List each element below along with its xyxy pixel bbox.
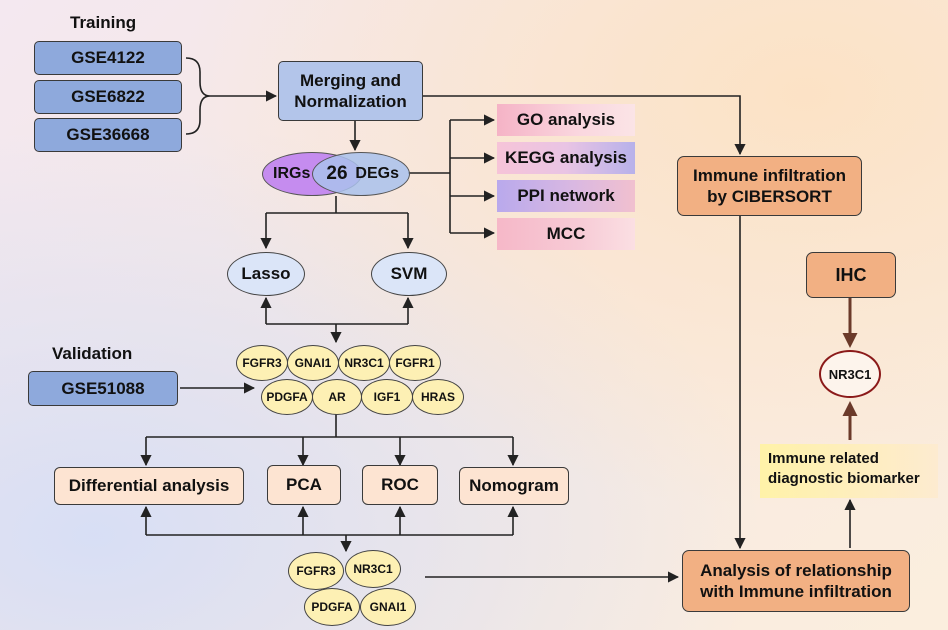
- gene-hras: HRAS: [412, 379, 464, 415]
- validation-label: Validation: [52, 344, 133, 363]
- immune-line1: Immune infiltration: [693, 165, 846, 185]
- mcc-box: MCC: [497, 218, 635, 250]
- pca-box: PCA: [267, 465, 341, 505]
- ppi-network-box: PPI network: [497, 180, 635, 212]
- final-gene-fgfr3: FGFR3: [288, 552, 344, 590]
- merging-line2: Normalization: [294, 92, 407, 111]
- venn-degs-label: DEGs: [355, 165, 399, 182]
- final-gene-gnai1: GNAI1: [360, 588, 416, 626]
- training-label: Training: [70, 13, 137, 32]
- differential-analysis-box: Differential analysis: [54, 467, 244, 505]
- gene-fgfr1: FGFR1: [389, 345, 441, 381]
- immune-line2: by CIBERSORT: [707, 187, 832, 206]
- relationship-line2: with Immune infiltration: [700, 582, 892, 601]
- gene-fgfr3: FGFR3: [236, 345, 288, 381]
- gene-pdgfa: PDGFA: [261, 379, 313, 415]
- target-gene-nr3c1: NR3C1: [819, 350, 881, 398]
- kegg-analysis-box: KEGG analysis: [497, 142, 635, 174]
- immune-infiltration-box: Immune infiltration by CIBERSORT: [677, 156, 862, 216]
- merging-line1: Merging and: [299, 70, 402, 90]
- go-analysis-box: GO analysis: [497, 104, 635, 136]
- dataset-gse6822: GSE6822: [34, 80, 182, 114]
- dataset-gse51088: GSE51088: [28, 371, 178, 406]
- final-gene-nr3c1: NR3C1: [345, 550, 401, 588]
- merging-normalization-box: Merging and Normalization: [278, 61, 423, 121]
- dataset-gse4122: GSE4122: [34, 41, 182, 75]
- gene-ar: AR: [312, 379, 362, 415]
- gene-nr3c1: NR3C1: [338, 345, 390, 381]
- training-brace: [185, 57, 211, 135]
- relationship-line1: Analysis of relationship: [700, 560, 892, 580]
- biomarker-line1: Immune related: [768, 450, 879, 467]
- nomogram-box: Nomogram: [459, 467, 569, 505]
- lasso-oval: Lasso: [227, 252, 305, 296]
- biomarker-line2: diagnostic biomarker: [768, 469, 920, 487]
- final-gene-pdgfa: PDGFA: [304, 588, 360, 626]
- svm-oval: SVM: [371, 252, 447, 296]
- ihc-box: IHC: [806, 252, 896, 298]
- venn-degs: DEGs: [312, 152, 410, 196]
- dataset-gse36668: GSE36668: [34, 118, 182, 152]
- venn-irgs-label: IRGs: [273, 165, 311, 182]
- venn-intersection: 26: [316, 152, 358, 196]
- biomarker-label: Immune related diagnostic biomarker: [760, 444, 938, 498]
- arrow-to-immune: [422, 95, 746, 156]
- venn-intersection-count: 26: [326, 163, 348, 184]
- roc-box: ROC: [362, 465, 438, 505]
- gene-gnai1: GNAI1: [287, 345, 339, 381]
- relationship-analysis-box: Analysis of relationship with Immune inf…: [682, 550, 910, 612]
- gene-igf1: IGF1: [361, 379, 413, 415]
